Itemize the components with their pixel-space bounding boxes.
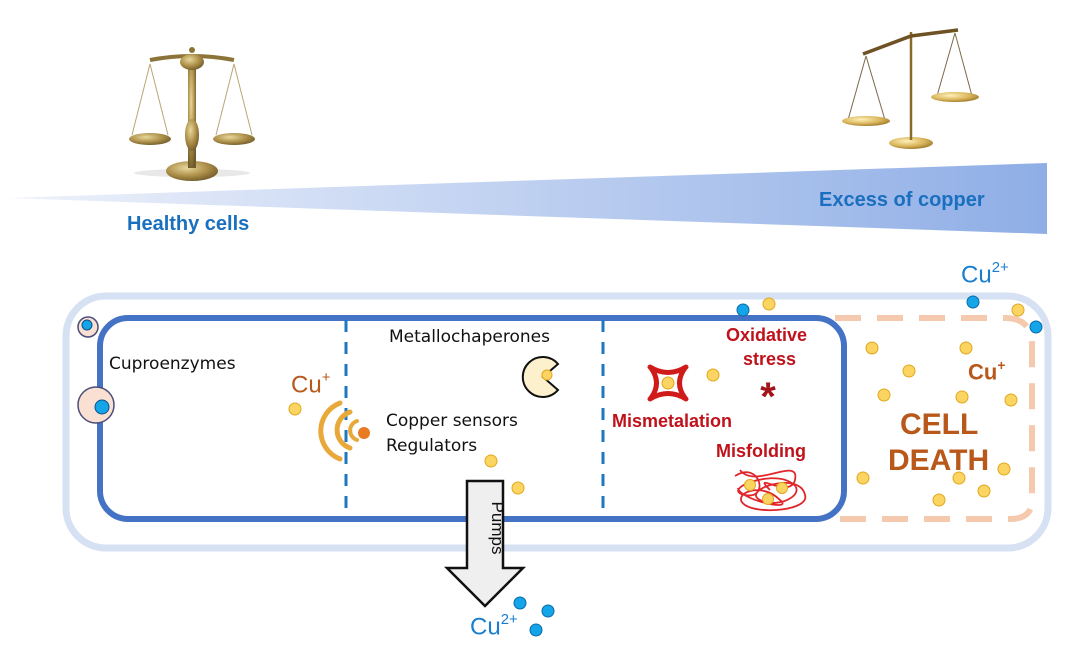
cu1-ion [952,471,966,485]
cu1-ion [484,454,498,468]
cu1-ion [932,493,946,507]
outer-cell-membrane [62,292,1052,552]
copper-gradient-wedge [8,163,1047,234]
cu-charge: 2+ [991,260,1009,276]
balanced-scale-icon [129,47,255,181]
cu1-label-death: Cu+ [968,358,1005,386]
cu1-ion [877,388,891,402]
mismetalation-label: Mismetalation [612,411,733,431]
cu1-ion [762,297,776,311]
pumps-arrow[interactable] [443,479,527,608]
cell-death-line-1: CELL [900,408,979,441]
cell-death-line-2: DEATH [888,444,990,477]
metallochaperone-icon [521,356,560,398]
misfolding-label: Misfolding [716,441,806,461]
oxidative-label: Oxidative [726,325,808,345]
cu1-ion [959,341,973,355]
cu-symbol: Cu [470,613,501,641]
copper-sensors-label: Copper sensors [386,411,518,431]
cu2-label-bottom: Cu2+ [470,612,518,641]
cu2-ions [513,295,1043,637]
metallochaperones-label: Metallochaperones [389,327,550,347]
unbalanced-scale-icon [842,28,979,149]
cell-death-boundary [835,315,1035,522]
cu-charge: + [997,358,1006,373]
cu-symbol: Cu [968,359,998,385]
healthy-cells-label: Healthy cells [127,213,250,235]
membrane-cuproenzyme-large [77,386,115,424]
cu-symbol: Cu [291,371,322,399]
misfolding-icon [734,469,806,512]
cu2-ion [736,303,750,317]
cu1-ion [902,364,916,378]
cu1-ion [1011,303,1025,317]
cell-death-label: CELL DEATH [888,407,989,479]
mismetalation-icon [647,364,689,402]
cu2-ion [966,295,980,309]
cu1-ion [1004,393,1018,407]
cu1-ion [511,481,525,495]
cu1-ion [977,484,991,498]
cu1-label-sensing: Cu+ [291,370,330,399]
oxidative-stress-symbol: * [760,375,776,419]
cu1-ion [865,341,879,355]
cu-symbol: Cu [961,261,992,289]
membrane-cuproenzyme-small [77,316,99,338]
excess-copper-label: Excess of copper [819,189,985,211]
cu2-ion [529,623,543,637]
cu1-ion [955,390,969,404]
cu-charge: 2+ [500,612,518,628]
cu1-ions [288,297,1025,507]
cu1-ion [706,368,720,382]
cu-charge: + [321,370,331,386]
copper-sensor-icon [318,400,370,462]
cuproenzymes-label: Cuproenzymes [109,354,236,374]
cu1-ion [997,462,1011,476]
pumps-label: Pumps [488,502,507,555]
cu1-ion [288,402,302,416]
regulators-label: Regulators [386,436,478,456]
cu2-ion [541,604,555,618]
cu2-ion [513,596,527,610]
cu2-label-top: Cu2+ [961,260,1009,289]
cu1-ion [856,471,870,485]
cu2-ion [1029,320,1043,334]
stress-label: stress [743,349,797,369]
